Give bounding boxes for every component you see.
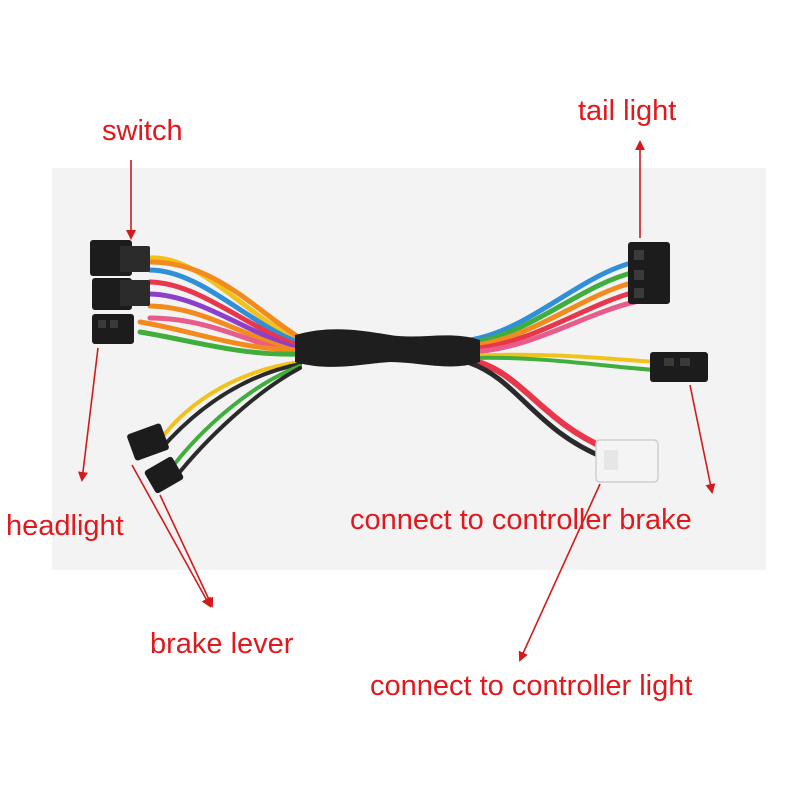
brake-lever-label: brake lever bbox=[150, 628, 294, 660]
arrow-brake-lever-2 bbox=[159, 494, 214, 608]
headlight-label: headlight bbox=[6, 510, 124, 542]
tail-light-connector bbox=[628, 242, 670, 304]
callout-arrows bbox=[77, 140, 716, 662]
controller-light-label: connect to controller light bbox=[370, 670, 693, 702]
controller-brake-label: connect to controller brake bbox=[350, 504, 692, 536]
wire-bundle bbox=[137, 255, 657, 480]
controller-brake-connector bbox=[650, 352, 708, 382]
arrow-controller-brake bbox=[689, 384, 716, 494]
heat-shrink-sleeve bbox=[295, 329, 480, 367]
switch-connector bbox=[90, 240, 150, 310]
arrow-brake-lever-1 bbox=[131, 464, 211, 608]
brake-lever-connector bbox=[127, 423, 184, 494]
controller-light-connector bbox=[595, 439, 659, 483]
tail-light-label: tail light bbox=[578, 95, 677, 127]
arrow-controller-light bbox=[518, 483, 601, 662]
switch-label: switch bbox=[102, 115, 183, 147]
arrow-headlight bbox=[77, 347, 99, 482]
headlight-connector bbox=[92, 314, 134, 344]
